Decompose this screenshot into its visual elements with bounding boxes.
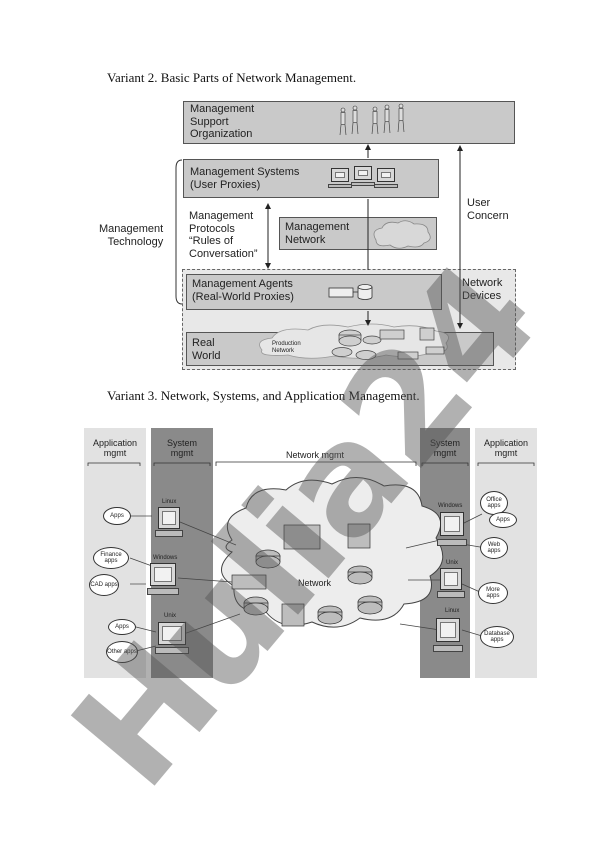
app-oval: Apps [103, 507, 131, 525]
linux-computer-icon [433, 618, 463, 652]
windows-computer-icon [437, 512, 467, 546]
app-oval: More apps [478, 582, 508, 604]
management-agents-box [186, 274, 442, 310]
unix-computer-icon [437, 568, 465, 598]
management-console-icon [374, 168, 398, 188]
app-oval: Finance apps [93, 547, 129, 569]
management-systems-label: Management Systems(User Proxies) [190, 166, 300, 191]
pc-label: Linux [162, 499, 177, 505]
management-systems-box [183, 159, 439, 198]
network-label: Network [298, 578, 332, 588]
pc-label: Unix [446, 560, 459, 566]
app-oval: Web apps [480, 537, 508, 559]
pc-label: Linux [445, 608, 460, 614]
app-oval: Apps [108, 619, 136, 635]
caption-variant-2: Variant 2. Basic Parts of Network Manage… [107, 70, 357, 85]
pc-label: Windows [438, 503, 463, 509]
app-oval: Database apps [480, 626, 514, 648]
management-console-icon [328, 168, 352, 188]
linux-computer-icon [155, 507, 183, 537]
management-agents-label: Management Agents(Real-World Proxies) [192, 278, 294, 303]
app-oval: Apps [489, 512, 517, 528]
management-support-organization-box [183, 101, 515, 144]
unix-computer-icon [155, 622, 189, 654]
pc-label: Unix [164, 613, 177, 619]
network-mgmt-header: Network mgmt [286, 450, 345, 460]
app-oval: CAD apps [89, 574, 119, 596]
caption-variant-3: Variant 3. Network, Systems, and Applica… [107, 388, 420, 403]
pc-label: Windows [153, 555, 178, 561]
windows-computer-icon [147, 563, 179, 595]
app-oval: Other apps [106, 641, 138, 663]
